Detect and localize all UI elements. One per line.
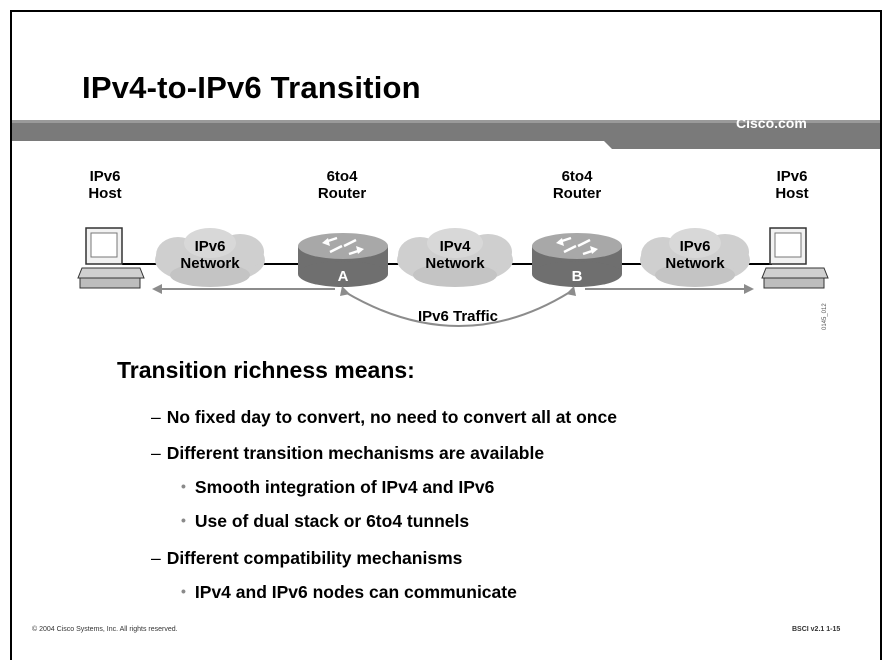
content-heading: Transition richness means: — [117, 357, 415, 383]
bullet-item: –Different compatibility mechanisms — [151, 548, 462, 569]
title-banner — [12, 120, 880, 149]
footer-copyright: © 2004 Cisco Systems, Inc. All rights re… — [32, 626, 178, 633]
cloud-middle-label: IPv4 Network — [425, 238, 485, 272]
bullet-text: No fixed day to convert, no need to conv… — [166, 407, 617, 427]
bullet-item: –No fixed day to convert, no need to con… — [151, 407, 617, 428]
slide-title: IPv4-to-IPv6 Transition — [82, 70, 421, 105]
figure-code: 0145_012 — [822, 303, 828, 330]
transition-diagram: 0145_012 IPv6 Host 6to4 Router 6to4 Rout… — [60, 160, 840, 360]
cloud-middle-shape — [397, 228, 513, 287]
sub-bullet-item: • IPv4 and IPv6 nodes can communicate — [181, 582, 517, 603]
host-right-label: IPv6 Host — [775, 168, 809, 202]
traffic-label: IPv6 Traffic — [417, 308, 499, 325]
router-b-icon — [532, 233, 622, 287]
router-a-letter: A — [337, 268, 349, 285]
host-left-label: IPv6 Host — [88, 168, 122, 202]
bullet-item: –Different transition mechanisms are ava… — [151, 443, 544, 464]
dot-marker: • — [181, 512, 186, 528]
host-right-icon — [761, 227, 829, 289]
slide-frame — [10, 10, 882, 660]
traffic-arrows — [152, 284, 754, 327]
sub-bullet-item: • Use of dual stack or 6to4 tunnels — [181, 511, 469, 532]
bullet-text: Smooth integration of IPv4 and IPv6 — [194, 477, 495, 497]
router-b-letter: B — [571, 268, 583, 285]
dash-marker: – — [151, 548, 161, 568]
cloud-right-label: IPv6 Network — [665, 238, 725, 272]
bullet-text: IPv4 and IPv6 nodes can communicate — [194, 582, 517, 602]
host-left-icon — [77, 227, 145, 289]
bullet-text: Different transition mechanisms are avai… — [166, 443, 545, 463]
bullet-text: Different compatibility mechanisms — [166, 548, 463, 568]
footer-course: BSCI v2.1 1-15 — [792, 626, 841, 633]
cloud-left-shape — [155, 228, 265, 287]
router-a-icon — [298, 233, 388, 287]
router-b-label: 6to4 Router — [552, 168, 602, 202]
dash-marker: – — [151, 443, 161, 463]
dash-marker: – — [151, 407, 161, 427]
sub-bullet-item: • Smooth integration of IPv4 and IPv6 — [181, 477, 494, 498]
dot-marker: • — [181, 478, 186, 494]
cloud-left-label: IPv6 Network — [180, 238, 240, 272]
router-a-label: 6to4 Router — [317, 168, 367, 202]
bullet-text: Use of dual stack or 6to4 tunnels — [194, 511, 470, 531]
brand-label: Cisco.com — [736, 115, 807, 131]
cloud-right-shape — [640, 228, 750, 287]
dot-marker: • — [181, 583, 186, 599]
diagram-graphic: 0145_012 — [77, 227, 829, 330]
